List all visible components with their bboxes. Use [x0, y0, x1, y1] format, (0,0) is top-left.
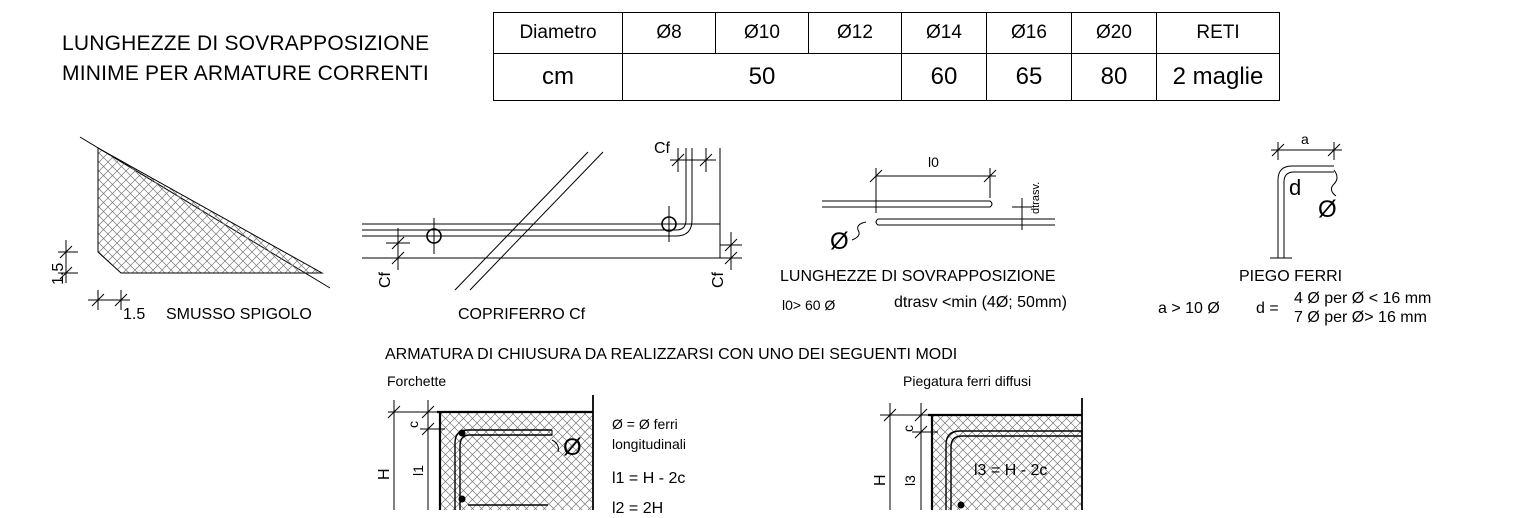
table-cell-d20: Ø20 [1071, 12, 1157, 54]
copriferro-caption: COPRIFERRO Cf [458, 306, 586, 323]
piego-rule-a: a > 10 Ø [1158, 300, 1220, 317]
table-cell-60: 60 [901, 53, 987, 101]
piegatura-H-label: H [872, 474, 889, 486]
forchette-l1-label: l1 [410, 465, 426, 476]
piegatura-c-label: c [900, 425, 916, 432]
smusso-dim-horizontal: 1.5 [123, 306, 146, 323]
copriferro-drawing [362, 148, 742, 291]
chiusura-heading: ARMATURA DI CHIUSURA DA REALIZZARSI CON … [385, 346, 958, 363]
copriferro-cf-top: Cf [654, 140, 670, 157]
piego-caption: PIEGO FERRI [1239, 268, 1343, 285]
piego-rule-d-prefix: d = [1256, 300, 1279, 317]
piegatura-drawing [880, 398, 1083, 510]
smusso-caption: SMUSSO SPIGOLO [166, 306, 312, 323]
forchette-H-label: H [376, 468, 393, 480]
table-cell-80: 80 [1071, 53, 1157, 101]
sovrapposizione-rule-dtrasv: dtrasv <min (4Ø; 50mm) [894, 294, 1067, 311]
piego-d-label: d [1289, 175, 1302, 200]
table-cell-reti: RETI [1156, 12, 1280, 54]
table-row-diameters: Diametro Ø8 Ø10 Ø12 Ø14 Ø16 Ø20 RETI [493, 12, 1280, 54]
forchette-formula-2: l2 = 2H [612, 500, 664, 517]
piego-rule-d2: 7 Ø per Ø> 16 mm [1294, 309, 1427, 326]
sovrapposizione-phi-label: Ø [830, 228, 849, 255]
smusso-dim-vertical: 1.5 [50, 262, 67, 285]
sovrapposizione-l0-label: l0 [928, 154, 939, 170]
table-cell-50: 50 [622, 53, 902, 101]
table-cell-d16: Ø16 [986, 12, 1072, 54]
table-cell-2-maglie: 2 maglie [1156, 53, 1280, 101]
sovrapposizione-rule-l0: l0> 60 Ø [782, 297, 836, 313]
forchette-c-label: c [405, 421, 421, 428]
table-cell-d14: Ø14 [901, 12, 987, 54]
forchette-note-2: longitudinali [612, 436, 686, 452]
title-line-2: MINIME PER ARMATURE CORRENTI [62, 62, 429, 85]
table-row-label-cm: cm [493, 53, 623, 101]
table-cell-65: 65 [986, 53, 1072, 101]
table-header-diametro: Diametro [493, 12, 623, 54]
piego-phi-label: Ø [1318, 196, 1337, 223]
piego-a-label: a [1301, 131, 1309, 147]
table-cell-d10: Ø10 [715, 12, 809, 54]
title-line-1: LUNGHEZZE DI SOVRAPPOSIZIONE [62, 32, 430, 55]
copriferro-cf-right: Cf [710, 272, 727, 288]
forchette-formula-1: l1 = H - 2c [612, 470, 686, 487]
forchette-note-1: Ø = Ø ferri [612, 416, 678, 432]
forchette-drawing [387, 395, 594, 510]
copriferro-cf-left: Cf [377, 272, 394, 288]
forchette-phi-label: Ø [563, 434, 582, 461]
piegatura-title: Piegatura ferri diffusi [903, 373, 1032, 389]
table-row-cm: cm 50 60 65 80 2 maglie [493, 53, 1280, 101]
smusso-spigolo-drawing [58, 136, 331, 310]
piegatura-formula: l3 = H - 2c [974, 462, 1048, 479]
piegatura-l3-label: l3 [902, 475, 918, 486]
piego-rule-d1: 4 Ø per Ø < 16 mm [1294, 290, 1432, 307]
sovrapposizione-dtrasv-label: dtrasv. [1030, 181, 1042, 214]
piego-ferri-drawing [1270, 142, 1342, 259]
sovrapposizione-caption: LUNGHEZZE DI SOVRAPPOSIZIONE [780, 268, 1056, 285]
lap-length-table: Diametro Ø8 Ø10 Ø12 Ø14 Ø16 Ø20 RETI cm … [493, 12, 1280, 101]
sovrapposizione-drawing [822, 168, 1055, 241]
forchette-title: Forchette [387, 373, 447, 389]
